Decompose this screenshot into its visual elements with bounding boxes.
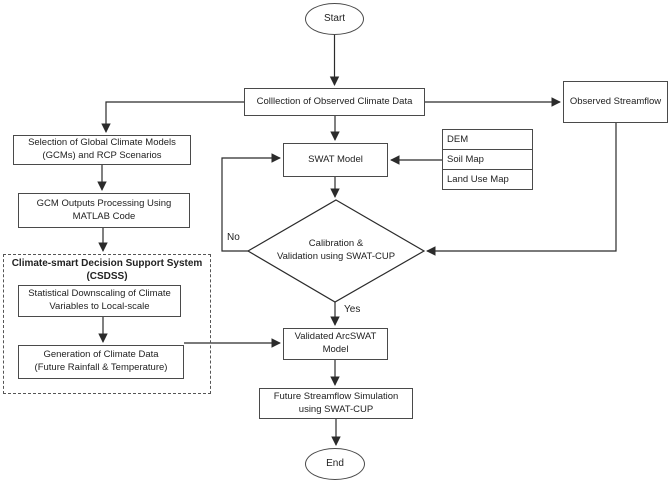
- process-label: using SWAT-CUP: [298, 403, 374, 415]
- input-dem: DEM: [442, 129, 533, 150]
- process-label: Statistical Downscaling of Climate: [28, 288, 171, 300]
- process-label: Variables to Local-scale: [49, 301, 150, 312]
- input-label: Soil Map: [447, 154, 484, 165]
- edge-label-no: No: [226, 232, 241, 243]
- edge-decision-no-to-swat: [221, 153, 281, 252]
- csdss-group-frame: [3, 254, 211, 394]
- input-land-use-map: Land Use Map: [442, 169, 533, 190]
- decision-calibration-validation: Calibration & Validation using SWAT-CUP: [256, 236, 416, 266]
- end-label: End: [326, 458, 344, 470]
- edge-label-yes: Yes: [343, 304, 362, 315]
- start-terminator: Start: [305, 3, 364, 35]
- process-label: (GCMs) and RCP Scenarios: [42, 150, 162, 161]
- end-terminator: End: [305, 448, 365, 480]
- edge-collection-to-selection: [101, 101, 244, 133]
- group-title-line: (CSDSS): [86, 271, 128, 282]
- process-label: Selection of Global Climate Models: [28, 137, 176, 149]
- process-gcm-outputs-matlab: GCM Outputs Processing Using MATLAB Code: [18, 193, 190, 228]
- process-label: GCM Outputs Processing Using: [36, 197, 172, 209]
- process-future-streamflow-simulation: Future Streamflow Simulation using SWAT-…: [259, 388, 413, 419]
- process-statistical-downscaling: Statistical Downscaling of Climate Varia…: [18, 285, 181, 317]
- process-label: Future Streamflow Simulation: [273, 390, 399, 402]
- process-label: Colllection of Observed Climate Data: [256, 95, 413, 107]
- process-label: Generation of Climate Data: [43, 349, 159, 361]
- edge-observed-streamflow-to-decision: [426, 123, 617, 256]
- decision-label: Calibration &: [308, 238, 364, 250]
- process-label: Validated ArcSWAT: [294, 331, 377, 343]
- gis-input-stack: DEM Soil Map Land Use Map: [442, 129, 533, 190]
- process-label: Model: [322, 344, 349, 355]
- input-label: Land Use Map: [447, 174, 509, 185]
- process-selection-gcm-rcp: Selection of Global Climate Models (GCMs…: [13, 135, 191, 165]
- process-label: (Future Rainfall & Temperature): [34, 362, 168, 373]
- process-label: Observed Streamflow: [569, 95, 662, 107]
- process-observed-streamflow: Observed Streamflow: [563, 81, 668, 123]
- input-soil-map: Soil Map: [442, 149, 533, 170]
- csdss-group-title: Climate-smart Decision Support System (C…: [3, 257, 211, 283]
- process-label: SWAT Model: [308, 153, 363, 165]
- group-title-line: Climate-smart Decision Support System: [11, 258, 203, 269]
- decision-label: Validation using SWAT-CUP: [276, 251, 396, 262]
- process-swat-model: SWAT Model: [283, 143, 388, 177]
- process-collection-observed-climate-data: Colllection of Observed Climate Data: [244, 88, 425, 116]
- process-generation-climate-data: Generation of Climate Data (Future Rainf…: [18, 345, 184, 379]
- start-label: Start: [323, 13, 346, 25]
- decision-diamond-shape: [246, 199, 426, 303]
- process-validated-arcswat-model: Validated ArcSWAT Model: [283, 328, 388, 360]
- input-label: DEM: [447, 134, 469, 145]
- process-label: MATLAB Code: [72, 210, 136, 222]
